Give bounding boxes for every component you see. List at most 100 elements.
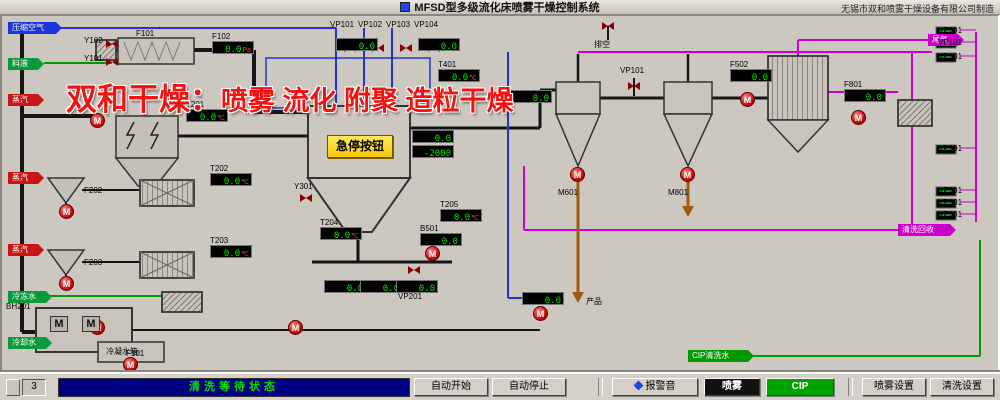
source-arrow: 尾气 (928, 34, 964, 46)
value-display: 0.0℃ (440, 209, 482, 223)
pump-icon: M (59, 204, 74, 219)
display-value: 0.0 (453, 213, 471, 223)
source-arrow: 蒸汽 (8, 244, 44, 256)
pump-icon: M (90, 113, 105, 128)
device-tag: F202 (84, 186, 103, 195)
spray-settings-button[interactable]: 喷雾设置 (862, 378, 926, 396)
mute-alarm-icon (633, 380, 643, 391)
value-display: 0.0℃ (438, 69, 480, 83)
display-unit: Pa (242, 47, 251, 54)
display-value: 0.0 (382, 284, 399, 294)
value-display: 0.0 (418, 38, 460, 52)
device-tag: VP101 (938, 144, 963, 153)
device-tag: M601 (558, 188, 579, 197)
source-arrow: 清洗回收 (898, 224, 956, 236)
control-bar: 3 清洗等待状态 自动开始 自动停止 报警音 喷雾 CIP 喷雾设置 清洗设置 (0, 372, 1000, 400)
device-tag: Y101 (84, 54, 103, 63)
grip-handle (6, 379, 20, 396)
mixer-icon: M (50, 316, 68, 332)
silence-alarm-button[interactable]: 报警音 (612, 378, 698, 396)
device-tag: 排空 (594, 40, 610, 49)
pump-icon: M (533, 306, 548, 321)
source-arrow: 蒸汽 (8, 94, 44, 106)
divider (848, 378, 853, 396)
divider (598, 378, 603, 396)
pump-icon: M (123, 357, 138, 372)
pump-icon: M (59, 276, 74, 291)
display-unit: ℃ (351, 233, 359, 240)
device-tag: F101 (136, 29, 155, 38)
value-display: 0.0 (522, 292, 564, 306)
device-tag: VP103 (386, 20, 411, 29)
pump-icon: M (288, 320, 303, 335)
display-value: 0.0 (225, 45, 242, 55)
app-icon (400, 2, 411, 12)
display-value: 0.0 (418, 284, 435, 294)
value-display: 0.0 (396, 280, 438, 294)
silence-alarm-label: 报警音 (645, 381, 676, 392)
device-tag: 产品 (586, 297, 602, 306)
device-tag: VP101 (938, 186, 963, 195)
device-tag: VP101 (938, 26, 963, 35)
clean-settings-button[interactable]: 清洗设置 (930, 378, 994, 396)
source-arrow: 料液 (8, 58, 44, 70)
display-value: 0.0 (434, 134, 451, 144)
source-arrow: CIP清洗水 (688, 350, 754, 362)
instrument-tag: B501 (420, 224, 439, 233)
device-tag: VP101 (938, 210, 963, 219)
value-display: 0.0 (336, 38, 378, 52)
device-tag: VP101 (330, 20, 355, 29)
value-display: 0.0℃ (210, 245, 252, 259)
spray-button[interactable]: 喷雾 (704, 378, 760, 396)
device-tag: VP102 (358, 20, 383, 29)
display-value: 0.0 (223, 177, 241, 187)
auto-start-button[interactable]: 自动开始 (414, 378, 488, 396)
display-unit: ℃ (241, 179, 249, 186)
value-display: 0.0℃ (320, 227, 362, 241)
value-display: 0.0 (412, 130, 454, 144)
value-display: 0.0℃ (210, 173, 252, 187)
value-display: 0.0 (844, 89, 886, 103)
value-display: 0.0 (730, 69, 772, 83)
source-arrow: 蒸汽 (8, 172, 44, 184)
auto-stop-button[interactable]: 自动停止 (492, 378, 566, 396)
value-display: 0.0 (420, 233, 462, 247)
device-tag: VP101 (938, 38, 963, 47)
instrument-tag: T203 (210, 236, 229, 245)
source-arrow: 冷却水 (8, 337, 52, 349)
emergency-stop-button[interactable]: 急停按钮 (327, 135, 393, 158)
device-tag: VP101 (938, 198, 963, 207)
pump-icon: M (851, 110, 866, 125)
instrument-tag: F502 (730, 60, 749, 69)
device-tag: VP101 (938, 52, 963, 61)
pump-icon: M (425, 246, 440, 261)
value-display: 0.0 (510, 90, 552, 104)
device-tag: Y102 (84, 36, 103, 45)
display-value: 0.0 (358, 42, 375, 52)
pump-icon: M (570, 167, 585, 182)
value-display: 0.0℃ (186, 109, 228, 123)
display-value: 0.0 (223, 249, 241, 259)
device-tag: F203 (84, 258, 103, 267)
mixer-icon: M (82, 316, 100, 332)
device-tag: F101 (126, 349, 145, 358)
instrument-tag: T205 (440, 200, 459, 209)
display-value: 0.0 (865, 93, 882, 103)
value-display: -2000 (412, 145, 454, 159)
display-value: 0.0 (751, 73, 768, 83)
page-indicator[interactable]: 3 (22, 379, 46, 396)
cip-button[interactable]: CIP (766, 378, 834, 396)
display-unit: ℃ (241, 251, 249, 258)
device-tag: BH201 (6, 302, 31, 311)
instrument-tag: T204 (320, 218, 339, 227)
device-tag: 冷凝水箱 (106, 347, 138, 356)
display-value: 0.0 (440, 42, 457, 52)
